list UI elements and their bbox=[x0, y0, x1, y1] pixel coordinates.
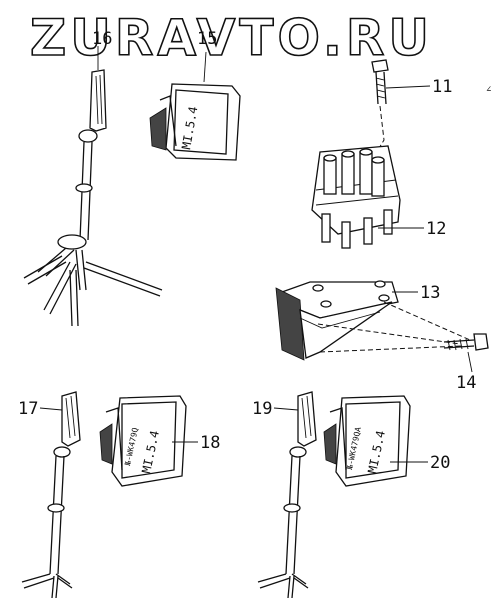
callout-16: 16 bbox=[92, 29, 112, 49]
callout-11: 11 bbox=[432, 77, 452, 97]
callout-20: 20 bbox=[430, 453, 450, 473]
callout-17: 17 bbox=[18, 399, 38, 419]
part-14-screw bbox=[443, 333, 489, 351]
leader-14 bbox=[467, 351, 473, 373]
callout-18: 18 bbox=[200, 433, 220, 453]
leader-15 bbox=[203, 51, 207, 83]
part-16-sensor-harness bbox=[23, 69, 163, 327]
part-15-connector: MI.5.4 bbox=[149, 83, 241, 161]
callout-13: 13 bbox=[420, 283, 440, 303]
callout-19: 19 bbox=[252, 399, 272, 419]
leader-11 bbox=[385, 85, 431, 89]
part-12-coil-pack bbox=[311, 145, 401, 249]
assembly-line-13-14c bbox=[383, 301, 471, 341]
part-20-connector: №-WK479QA MI.5.4 bbox=[323, 395, 411, 487]
corner-mark: ∠ bbox=[486, 85, 491, 95]
callout-12: 12 bbox=[426, 219, 446, 239]
part-13-bracket bbox=[275, 280, 399, 361]
callout-14: 14 bbox=[456, 373, 476, 393]
assembly-line-13-14b bbox=[319, 345, 463, 353]
part-18-connector: №-WK479Q MI.5.4 bbox=[99, 395, 187, 487]
leader-19 bbox=[273, 407, 299, 411]
part-19-sensor-harness bbox=[257, 391, 317, 599]
watermark-text: ZURAVTO.RU bbox=[30, 9, 433, 67]
part-11-bolt bbox=[371, 59, 389, 105]
callout-15: 15 bbox=[197, 29, 217, 49]
part-17-sensor-harness bbox=[21, 391, 81, 599]
leader-17 bbox=[39, 407, 63, 411]
